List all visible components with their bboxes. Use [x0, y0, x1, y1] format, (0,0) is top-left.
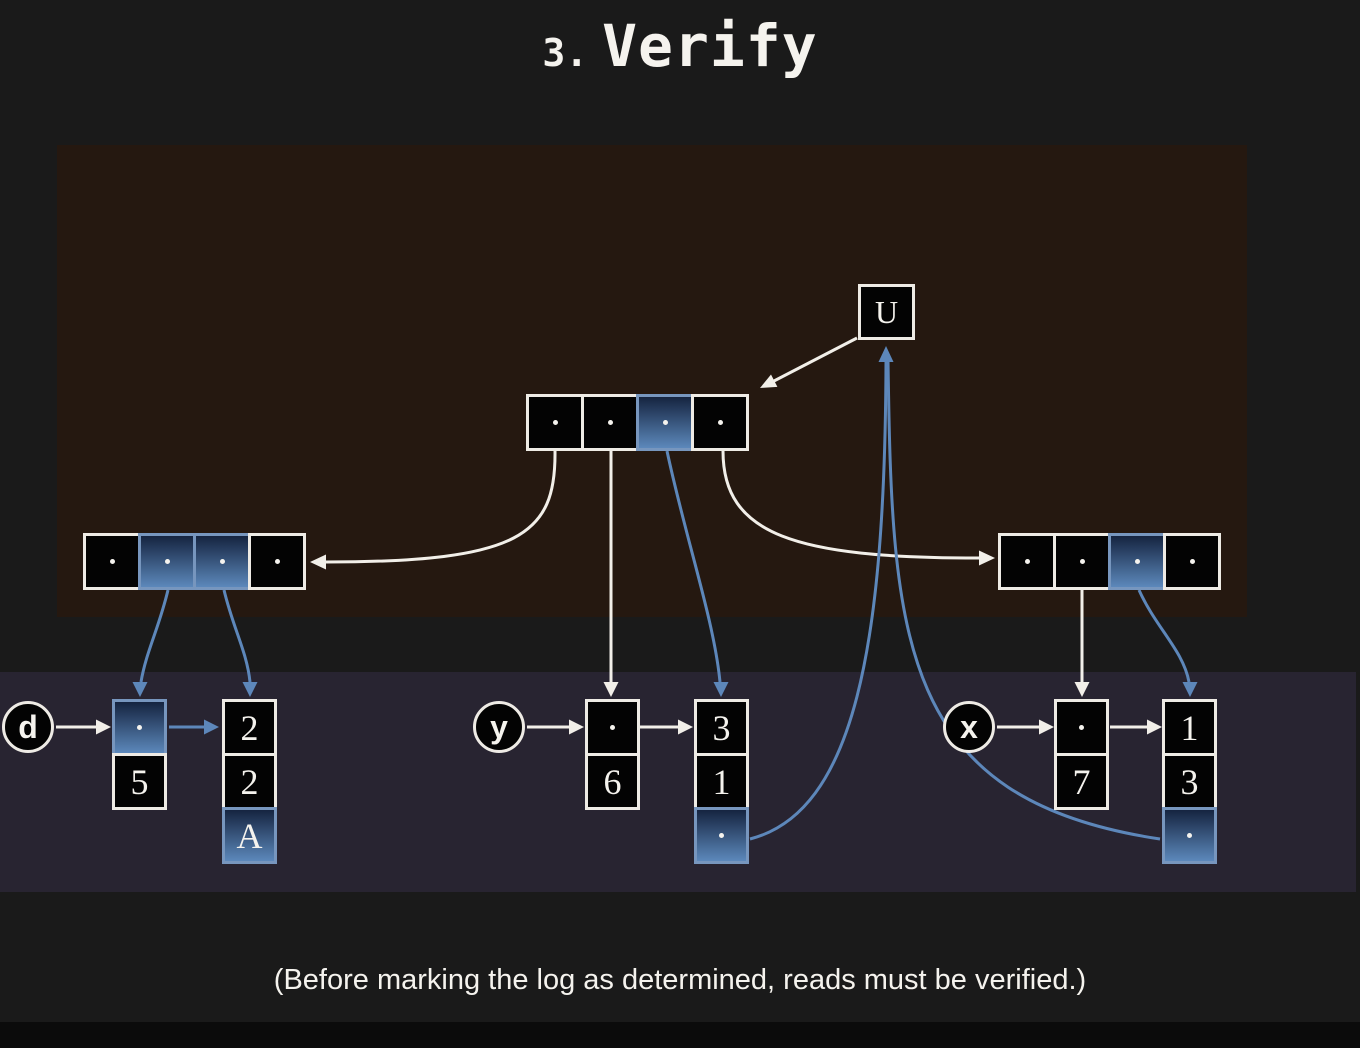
pointer-dot [1187, 833, 1192, 838]
d-target-cell-3-highlighted: A [222, 807, 277, 864]
left-node-cell-4 [248, 533, 306, 590]
arrow-y-circle-to-entry [527, 719, 584, 735]
arrow-u-to-root [760, 336, 858, 388]
register-x-entry: 7 [1054, 699, 1109, 810]
root-node-cell-4 [691, 394, 749, 451]
pointer-dot [164, 559, 170, 564]
arrow-root-to-left-node [310, 450, 557, 570]
x-target-cell-1: 1 [1162, 699, 1217, 756]
x-entry-pointer-cell [1054, 699, 1109, 756]
arrow-left-node-to-d-entry [132, 589, 170, 697]
register-x-target: 1 3 [1162, 699, 1217, 864]
y-target-cell-3-highlighted [694, 807, 749, 864]
root-node-cell-2 [581, 394, 639, 451]
pointer-dot [1134, 559, 1140, 564]
arrow-root-to-y-entry [603, 451, 619, 697]
root-node-cell-3-highlighted [636, 394, 694, 451]
arrow-x-circle-to-entry [997, 719, 1054, 735]
register-y-entry: 6 [585, 699, 640, 810]
arrow-root-to-right-node [721, 450, 995, 566]
pointer-dot [610, 725, 615, 730]
arrow-x-entry-to-target [1110, 719, 1162, 735]
d-entry-value-cell: 5 [112, 753, 167, 810]
pointer-dot [1079, 725, 1084, 730]
right-node-cell-2 [1053, 533, 1111, 590]
register-y-circle: y [473, 701, 525, 753]
y-target-cell-1: 3 [694, 699, 749, 756]
arrow-left-node-to-d-target [222, 589, 258, 697]
pointer-dot [717, 420, 723, 425]
right-node [998, 533, 1221, 590]
d-entry-pointer-cell-highlighted [112, 699, 167, 756]
pointer-dot [662, 420, 668, 425]
left-node [83, 533, 306, 590]
right-node-cell-4 [1163, 533, 1221, 590]
y-entry-pointer-cell [585, 699, 640, 756]
right-node-cell-1 [998, 533, 1056, 590]
pointer-dot [274, 559, 280, 564]
page-title: 3. Verify [0, 12, 1360, 80]
arrow-root-to-y-target [665, 450, 729, 697]
pointer-dot [219, 559, 225, 564]
y-target-cell-2: 1 [694, 753, 749, 810]
left-node-cell-3-highlighted [193, 533, 251, 590]
y-entry-value-cell: 6 [585, 753, 640, 810]
pointer-dot [1079, 559, 1085, 564]
arrow-right-node-to-x-target [1137, 589, 1198, 697]
right-node-cell-3-highlighted [1108, 533, 1166, 590]
d-target-cell-1: 2 [222, 699, 277, 756]
arrow-d-entry-to-target [169, 719, 219, 735]
register-x-circle: x [943, 701, 995, 753]
arrow-y-entry-to-target [640, 719, 693, 735]
register-y-target: 3 1 [694, 699, 749, 864]
unverified-box: U [858, 284, 915, 340]
d-target-cell-2: 2 [222, 753, 277, 810]
register-d-entry: 5 [112, 699, 167, 810]
pointer-dot [719, 833, 724, 838]
arrow-y-read-to-u [749, 346, 894, 841]
title-step-number: 3. [542, 31, 589, 75]
x-entry-value-cell: 7 [1054, 753, 1109, 810]
x-target-cell-3-highlighted [1162, 807, 1217, 864]
pointer-dot [109, 559, 115, 564]
register-d-target: 2 2 A [222, 699, 277, 864]
pointer-dot [1024, 559, 1030, 564]
arrow-x-read-to-u [886, 359, 1161, 841]
left-node-cell-1 [83, 533, 141, 590]
footer-bar [0, 1022, 1360, 1048]
x-target-cell-2: 3 [1162, 753, 1217, 810]
register-d-circle: d [2, 701, 54, 753]
pointer-dot [1189, 559, 1195, 564]
pointer-dot [137, 725, 142, 730]
pointer-dot [607, 420, 613, 425]
root-node [526, 394, 749, 451]
arrow-right-node-to-x-entry [1074, 590, 1090, 697]
root-node-cell-1 [526, 394, 584, 451]
pointer-dot [552, 420, 558, 425]
title-step-name: Verify [602, 12, 818, 80]
arrow-d-circle-to-entry [56, 719, 111, 735]
left-node-cell-2-highlighted [138, 533, 196, 590]
caption-text: (Before marking the log as determined, r… [273, 964, 1087, 996]
